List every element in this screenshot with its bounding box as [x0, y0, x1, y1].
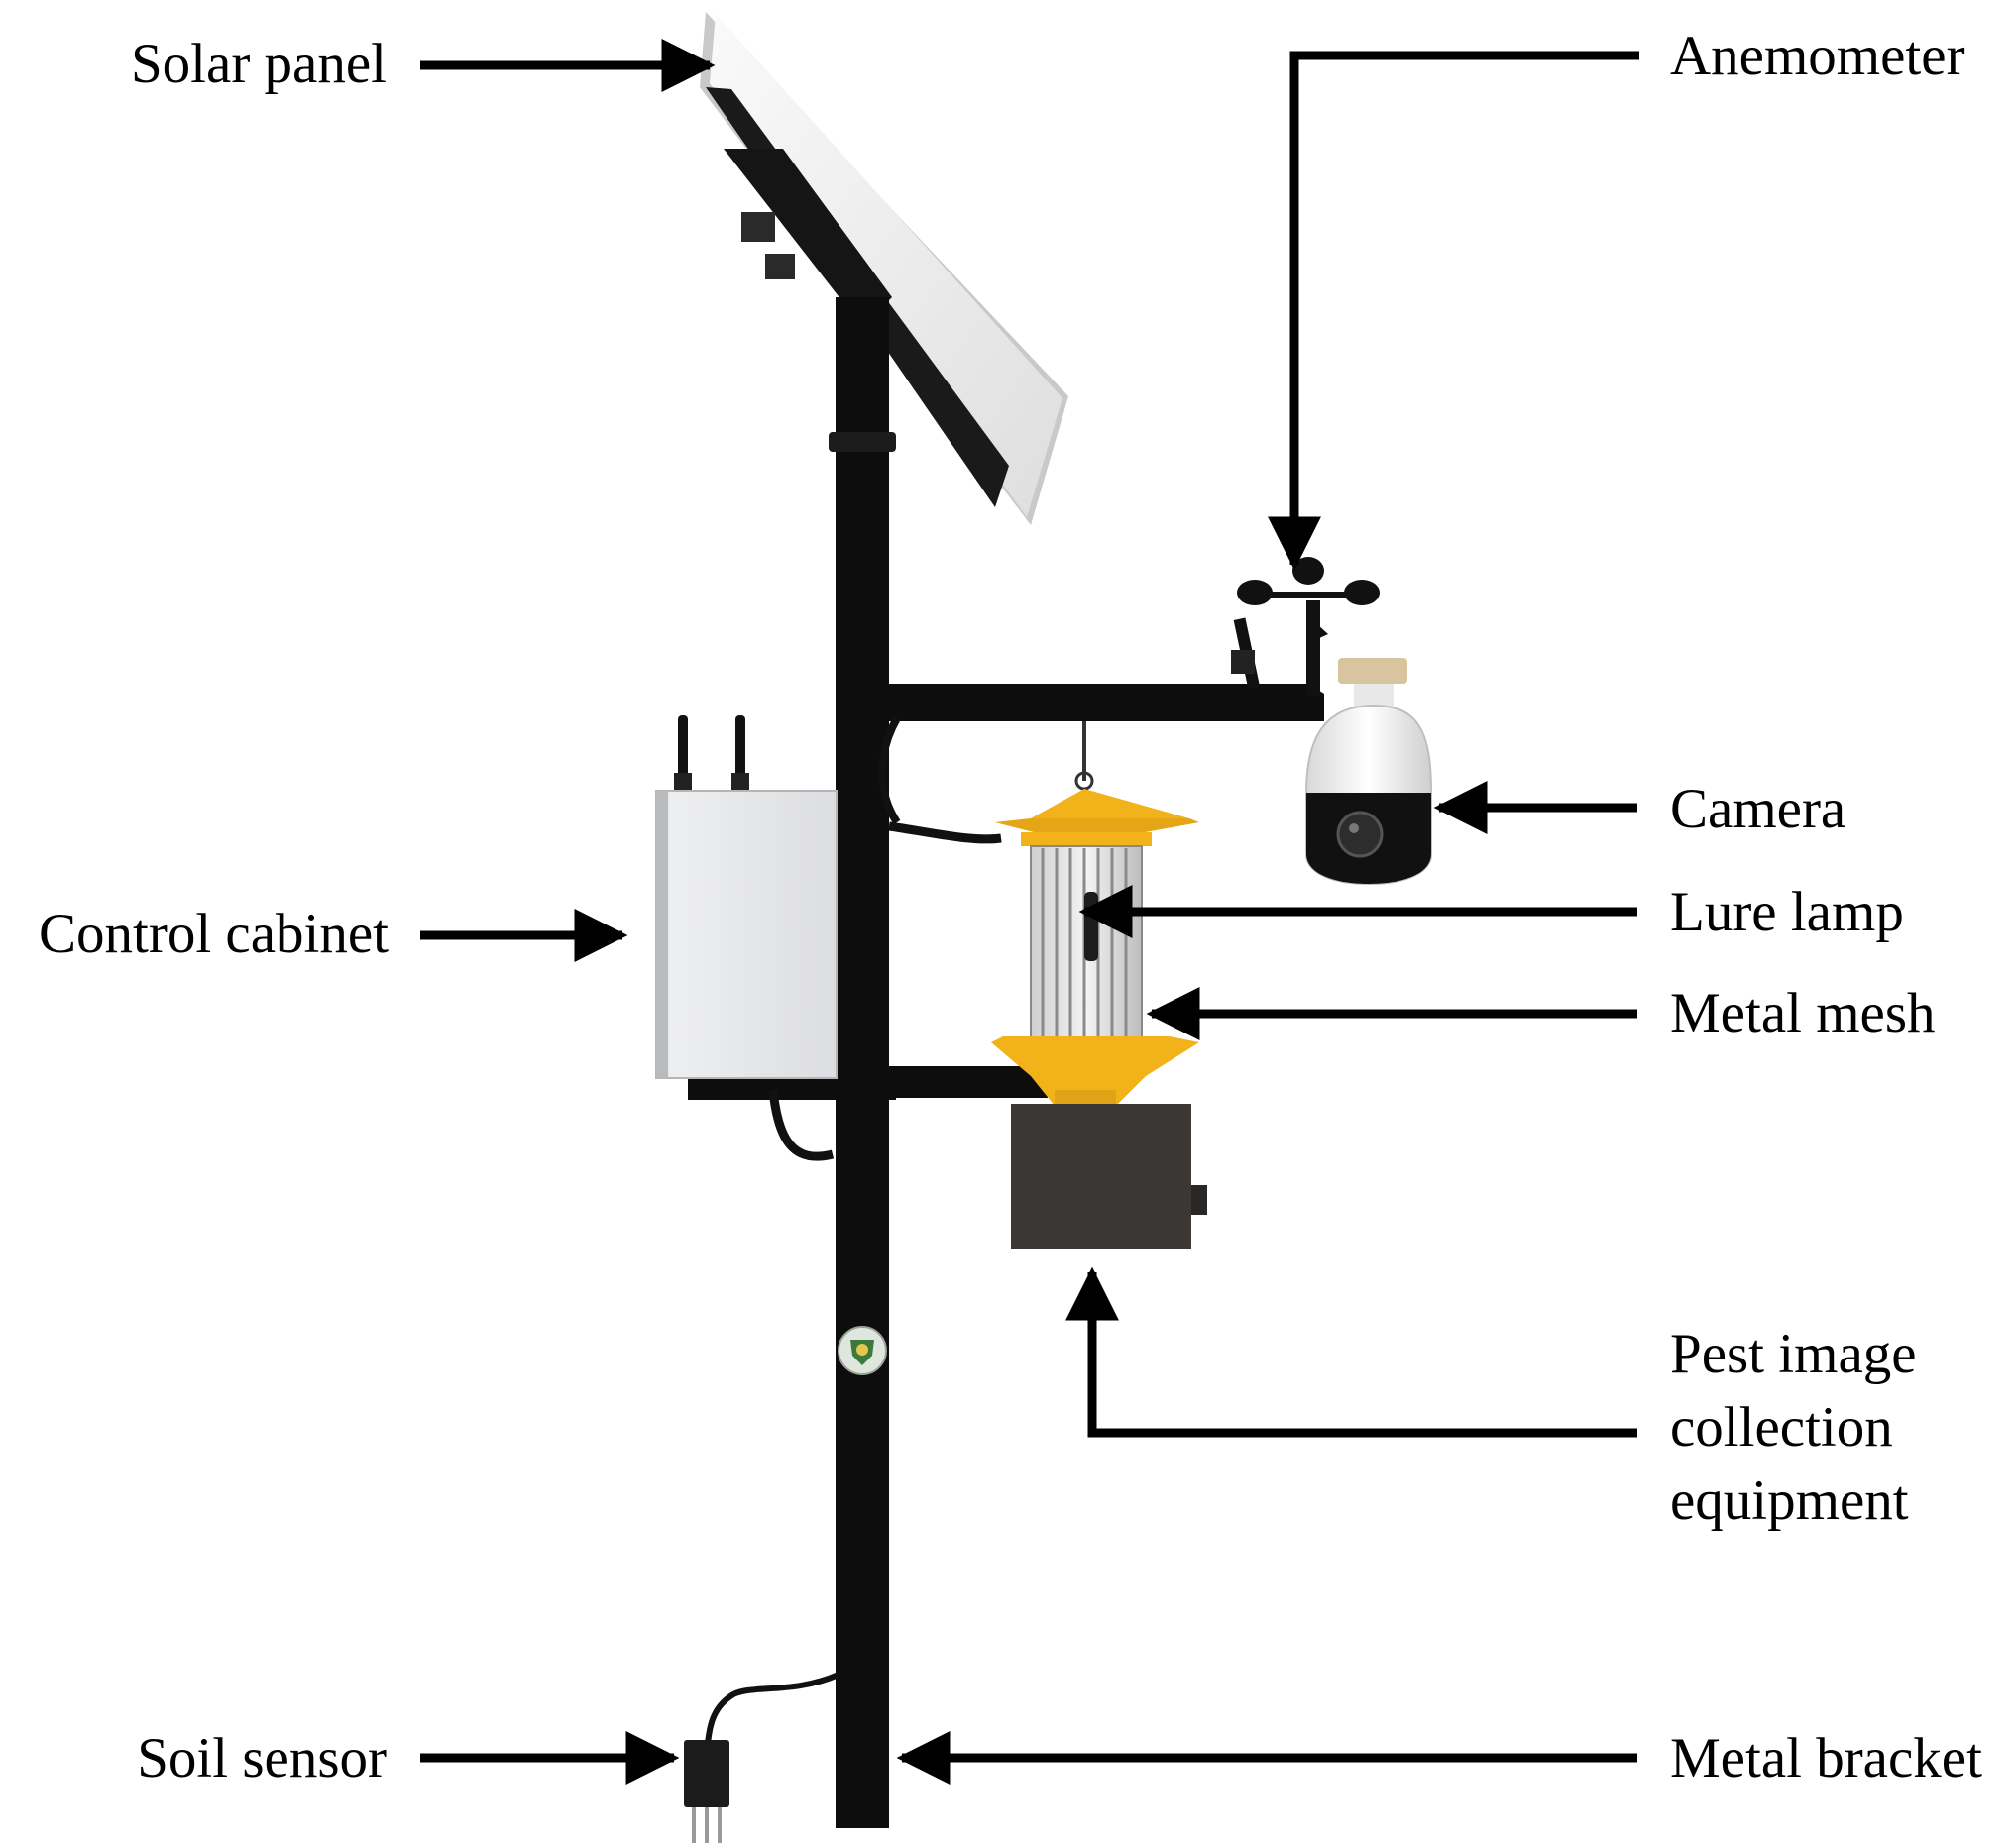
soil-sensor-device: [684, 1740, 729, 1843]
solar-panel-clamp: [741, 212, 775, 242]
cable: [768, 1089, 835, 1161]
soil-sensor-body: [684, 1740, 729, 1807]
anemometer-sensor-head: [1231, 650, 1255, 674]
upper-arm: [889, 684, 1324, 721]
solar-panel-label: Solar panel: [130, 33, 387, 95]
cabinet-door-edge: [656, 791, 668, 1078]
camera-lens: [1336, 811, 1384, 858]
cabinet-body: [655, 790, 838, 1079]
soil-sensor-label: Soil sensor: [137, 1727, 387, 1790]
camera-mount-plate: [1338, 658, 1407, 684]
cabinet-antenna: [735, 715, 745, 789]
pest-collection-arrow: [1065, 1266, 1637, 1438]
anemometer-label: Anemometer: [1670, 25, 1965, 87]
cable: [888, 821, 1002, 844]
anemometer-mast: [1306, 600, 1320, 696]
lure-lamp-label: Lure lamp: [1670, 881, 1904, 943]
camera-lens-glint: [1349, 823, 1359, 833]
antenna-base: [731, 773, 749, 791]
anemometer-cup: [1237, 580, 1273, 605]
soil-sensor-cable: [705, 1672, 840, 1745]
solar-panel-mount-bracket: [724, 149, 892, 327]
dome-camera: [1305, 658, 1432, 886]
lamp-top-ring: [1021, 832, 1152, 846]
callout-arrows: [420, 39, 1639, 1785]
lamp-top-hood: [995, 818, 1199, 844]
wind-vane: [1306, 614, 1328, 644]
solar-panel-face: [710, 14, 1062, 517]
pole-shaft: [836, 297, 889, 1828]
lamp-top-cap: [1031, 789, 1189, 818]
green-shield-emblem-icon: [838, 1326, 887, 1375]
control-cabinet: [655, 715, 838, 1079]
metal-bracket-label: Metal bracket: [1670, 1727, 1982, 1790]
cabinet-antenna: [678, 715, 688, 789]
camera-label: Camera: [1670, 778, 1846, 840]
solar-panel-clamp: [765, 254, 795, 279]
lamp-arm: [889, 1066, 1048, 1098]
metal-mesh-label: Metal mesh: [1670, 982, 1936, 1044]
lure-lamp-tube: [1084, 892, 1098, 961]
lure-lamp-trap: [991, 721, 1207, 1249]
anemometer-device: [1231, 557, 1380, 696]
pest-collection-box: [1011, 1104, 1191, 1249]
pest-image-label-line2: collection: [1670, 1396, 1893, 1459]
collection-box-side: [1191, 1185, 1207, 1215]
lamp-bottom-cone: [991, 1036, 1199, 1106]
anemometer-cup: [1344, 580, 1380, 605]
mesh-bars: [1041, 848, 1128, 1038]
antenna-base: [674, 773, 692, 791]
pest-image-label-line3: equipment: [1670, 1469, 1909, 1532]
pest-image-label-line1: Pest image: [1670, 1323, 1917, 1385]
lamp-bottom-neck: [1055, 1090, 1116, 1104]
anemometer-arrow: [1268, 51, 1639, 571]
pole-collar: [829, 432, 896, 452]
control-cabinet-label: Control cabinet: [39, 903, 389, 965]
cable: [878, 716, 901, 825]
